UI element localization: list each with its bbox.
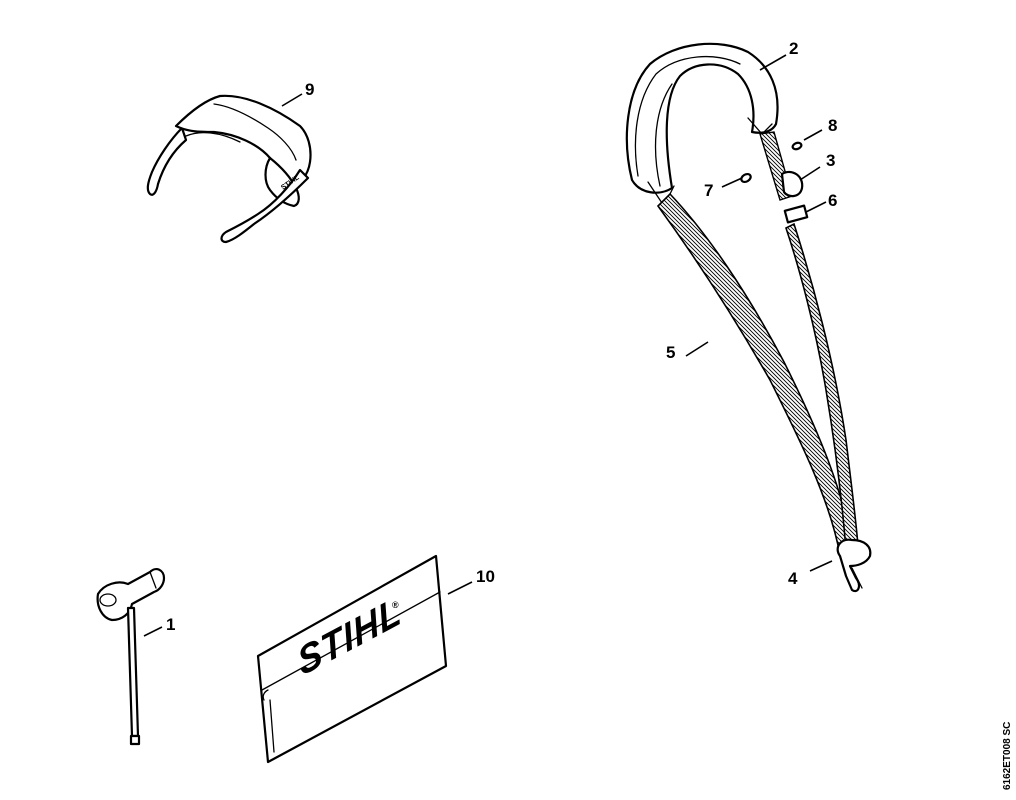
callout-10: 10 <box>476 567 495 586</box>
callout-5: 5 <box>666 343 675 362</box>
callout-numbers: 1 2 3 4 5 6 7 8 9 10 <box>166 39 837 634</box>
callout-1: 1 <box>166 615 175 634</box>
callout-3: 3 <box>826 151 835 170</box>
callout-6: 6 <box>828 191 837 210</box>
callout-4: 4 <box>788 569 798 588</box>
pouch-registered-mark: ® <box>392 600 399 610</box>
combination-wrench-drawing <box>96 568 166 746</box>
callout-7: 7 <box>704 181 713 200</box>
callout-9: 9 <box>305 80 314 99</box>
callout-2: 2 <box>789 39 798 58</box>
tool-pouch-drawing: STIHL ® <box>256 554 448 764</box>
callout-8: 8 <box>828 116 837 135</box>
document-code: 6162ET008 SC <box>1002 722 1013 790</box>
safety-glasses-drawing: STIHL <box>146 94 312 244</box>
shoulder-harness-drawing <box>625 42 872 593</box>
callout-leaders <box>143 54 833 637</box>
